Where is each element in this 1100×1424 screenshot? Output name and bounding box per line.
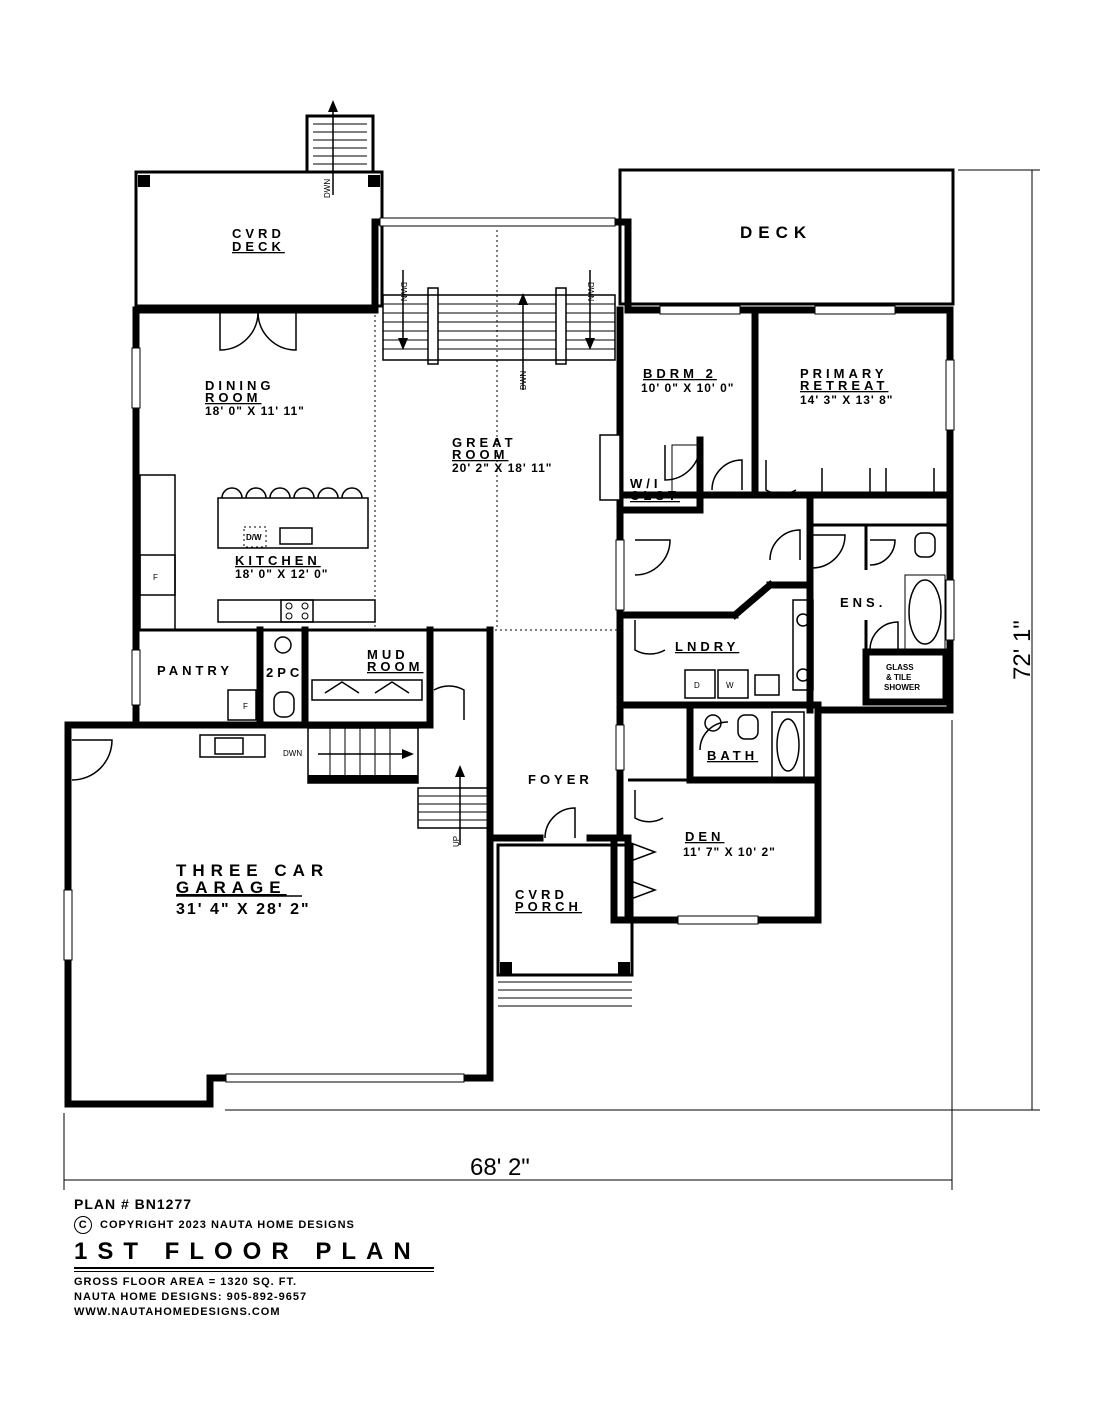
great-stair-dwn-left: DWN [399,282,408,301]
porch-stairs [496,843,634,1007]
dryer-label: D [694,681,700,690]
bath-fixtures [671,444,946,779]
dining-line1: DINING [205,378,275,393]
bdrm2-label: BDRM 2 [643,366,717,381]
great-stair-dwn-right: DWN [586,282,595,301]
lndry-label: LNDRY [675,639,739,654]
designer-phone: NAUTA HOME DESIGNS: 905-892-9657 [74,1291,308,1303]
foyer-label: FOYER [528,772,593,787]
depth-dimension: 72' 1" [1009,620,1036,680]
rear-stair-dwn: DWN [323,179,332,198]
overall-dimensions: 68' 2" 72' 1" [470,620,1036,1181]
open-lines [374,230,620,631]
bath-label: BATH [707,748,758,763]
great-room-dim: 20' 2" X 18' 11" [452,461,552,475]
dining-dim: 18' 0" X 11' 11" [205,404,305,418]
wic-line2: CLST [630,488,680,503]
fridge-mark-kitchen: F [153,573,158,582]
garage-stair-up: UP [452,836,461,847]
plan-title: 1ST FLOOR PLAN [74,1238,434,1269]
twopc-label: 2PC [266,665,303,680]
great-stair-dwn-center: DWN [519,371,528,390]
width-dimension: 68' 2" [470,1154,530,1181]
cvrd-deck-line1: CVRD [232,226,285,241]
title-block: PLAN # BN1277 C COPYRIGHT 2023 NAUTA HOM… [74,1196,454,1320]
copyright-row: C COPYRIGHT 2023 NAUTA HOME DESIGNS [74,1216,454,1234]
den-dim: 11' 7" X 10' 2" [683,845,776,859]
plan-number: PLAN # BN1277 [74,1196,193,1212]
kitchen-label: KITCHEN [235,553,321,568]
great-room-line1: GREAT [452,435,517,450]
primary-line1: PRIMARY [800,366,887,381]
shower-line3: SHOWER [884,683,920,692]
kitchen-fixtures [139,474,423,758]
rear-deck [618,168,955,306]
shower-line2: & TILE [886,673,912,682]
cvrd-deck-line2: DECK [232,239,285,254]
rear-deck-stair [305,100,375,195]
covered-deck [134,170,384,308]
dimension-lines [63,169,1040,1190]
garage-dim: 31' 4" X 28' 2" [176,901,311,918]
mud-line1: MUD [367,647,409,662]
deck-label: DECK [740,223,812,242]
fridge-mark-pantry: F [243,702,248,711]
dining-line2: ROOM [205,390,261,405]
garage-line1: THREE CAR [176,861,329,880]
primary-line2: RETREAT [800,378,888,393]
title-divider [74,1271,434,1272]
gross-floor-area: GROSS FLOOR AREA = 1320 SQ. FT. [74,1276,298,1288]
copyright-text: COPYRIGHT 2023 NAUTA HOME DESIGNS [100,1218,355,1231]
porch-line2: PORCH [515,899,582,914]
great-room-stairs [382,270,616,390]
wic-line1: W/I [630,476,662,491]
primary-dim: 14' 3" X 13' 8" [800,393,893,407]
dw-label: D/W [246,533,262,542]
bdrm2-dim: 10' 0" X 10' 0" [641,381,734,395]
washer-label: W [726,681,734,690]
garage-stair-dwn: DWN [283,749,302,758]
designer-website: WWW.NAUTAHOMEDESIGNS.COM [74,1306,281,1318]
kitchen-dim: 18' 0" X 12' 0" [235,567,328,581]
copyright-icon: C [74,1216,92,1234]
room-labels: CVRD DECK DECK DINING ROOM 18' 0" X 11' … [153,179,920,918]
mud-line2: ROOM [367,659,423,674]
windows [63,217,955,1083]
ens-label: ENS. [840,595,886,610]
den-label: DEN [685,829,724,844]
great-room-line2: ROOM [452,447,508,462]
pantry-label: PANTRY [157,663,233,678]
porch-line1: CVRD [515,887,568,902]
shower-line1: GLASS [886,663,914,672]
garage-stairs [307,727,489,845]
garage-line2: GARAGE [176,878,287,897]
